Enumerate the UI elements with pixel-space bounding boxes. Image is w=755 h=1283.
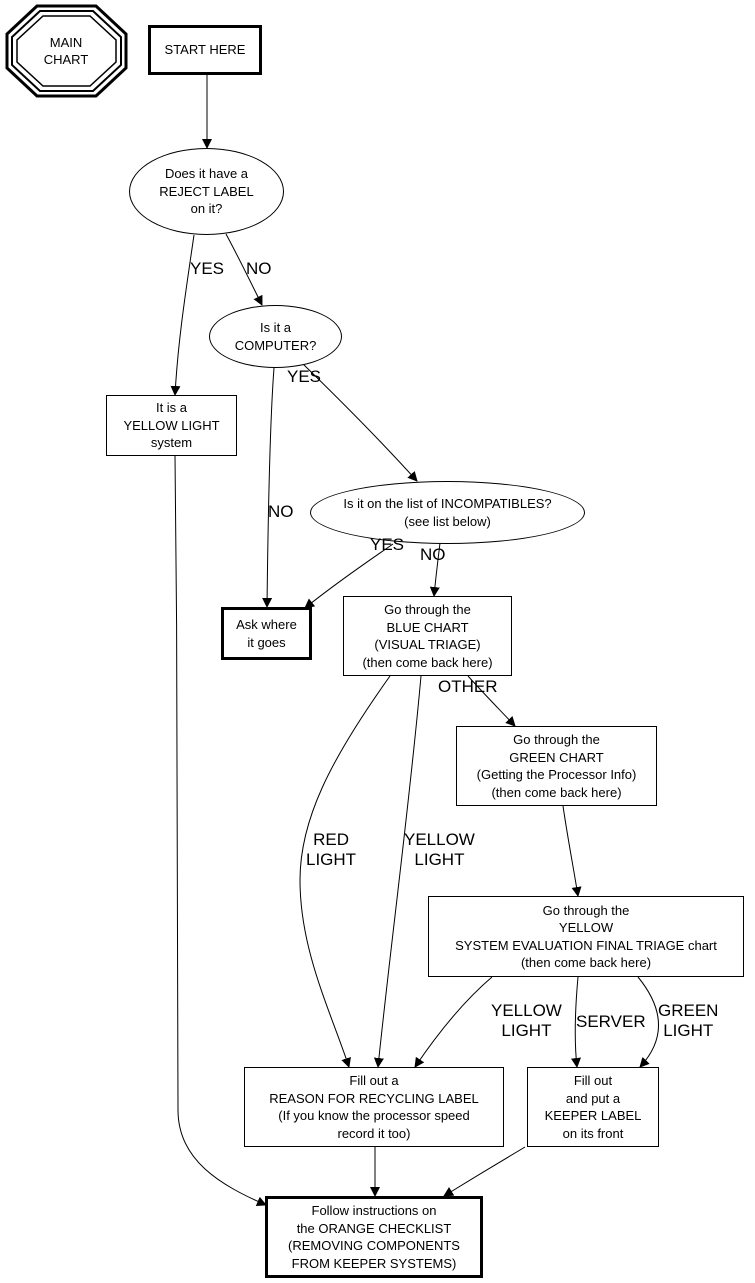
- node-text: (then come back here): [491, 784, 622, 800]
- node-text: Fill out a: [349, 1073, 399, 1088]
- node-text: system: [150, 435, 193, 451]
- node-text: (Getting the Processor Info): [476, 767, 637, 782]
- edge-label-line: YELLOW: [404, 830, 475, 849]
- edge-label-yellowchart-yellow: YELLOW LIGHT: [491, 1001, 562, 1041]
- node-text: record it too): [337, 1125, 411, 1141]
- node-text: Is it on the list of INCOMPATIBLES?: [343, 496, 552, 511]
- main-chart-title-line: CHART: [43, 52, 89, 67]
- node-text: Follow instructions on: [311, 1203, 437, 1218]
- edge-computer-yes: [302, 363, 418, 482]
- node-text: (then come back here): [362, 654, 493, 670]
- node-text: (see list below): [404, 513, 491, 529]
- node-text: it goes: [247, 634, 286, 650]
- edge-keeper-to-orange: [443, 1146, 526, 1197]
- node-text: Go through the: [384, 602, 471, 617]
- edge-incompat-yes: [304, 543, 394, 609]
- node-blue-chart[interactable]: Go through the BLUE CHART (VISUAL TRIAGE…: [343, 596, 512, 676]
- node-orange-checklist[interactable]: Follow instructions on the ORANGE CHECKL…: [265, 1196, 483, 1278]
- edge-label-line: LIGHT: [306, 850, 357, 869]
- edge-yellowchart-yellow: [414, 976, 493, 1068]
- edge-label-blue-other: OTHER: [438, 677, 498, 696]
- edge-blue-other: [467, 675, 516, 727]
- node-text: Does it have a: [164, 166, 249, 182]
- node-ask-where-it-goes[interactable]: Ask where it goes: [221, 607, 312, 660]
- node-is-computer-question[interactable]: Is it a COMPUTER?: [209, 305, 342, 368]
- node-text: (VISUAL TRIAGE): [374, 637, 481, 652]
- node-text: (If you know the processor speed: [278, 1108, 470, 1123]
- node-text: and put a: [565, 1090, 621, 1106]
- node-reject-label-question[interactable]: Does it have a REJECT LABEL on it?: [129, 148, 284, 235]
- edge-incompat-no: [429, 542, 441, 597]
- edge-label-blue-red: RED LIGHT: [306, 830, 356, 870]
- node-text: COMPUTER?: [234, 337, 317, 353]
- edge-label-yellowchart-server: SERVER: [576, 1012, 646, 1031]
- node-text: Ask where: [236, 617, 297, 632]
- node-text: GREEN CHART: [509, 749, 604, 765]
- edge-label-line: YELLOW: [491, 1001, 562, 1020]
- main-chart-octagon: [5, 4, 128, 98]
- edge-computer-no: [262, 367, 275, 608]
- main-chart-title: MAIN CHART: [20, 30, 112, 72]
- edge-label-yellowchart-green: GREEN LIGHT: [658, 1001, 718, 1041]
- edge-label-reject-yes: YES: [190, 259, 225, 278]
- node-start-here[interactable]: START HERE: [148, 25, 262, 75]
- node-yellow-chart[interactable]: Go through the YELLOW SYSTEM EVALUATION …: [428, 896, 744, 977]
- node-text: It is a: [155, 400, 188, 416]
- node-text: Go through the: [542, 902, 630, 918]
- node-recycling-label[interactable]: Fill out a REASON FOR RECYCLING LABEL (I…: [244, 1067, 504, 1147]
- node-text: (then come back here): [520, 955, 652, 970]
- node-text: (REMOVING COMPONENTS: [288, 1238, 460, 1253]
- edge-reject-yes: [170, 234, 195, 396]
- node-text: BLUE CHART: [386, 619, 469, 635]
- node-text: START HERE: [164, 42, 246, 58]
- edge-label-computer-no: NO: [268, 502, 294, 521]
- node-text: REJECT LABEL: [159, 183, 254, 199]
- edge-label-line: LIGHT: [663, 1021, 714, 1040]
- edge-label-incompat-no: NO: [420, 545, 446, 564]
- edge-label-reject-no: NO: [246, 259, 272, 278]
- edge-green-to-yellowchart: [562, 805, 582, 897]
- edge-yellowchart-server: [571, 976, 581, 1068]
- node-text: SYSTEM EVALUATION FINAL TRIAGE chart: [455, 937, 717, 953]
- node-green-chart[interactable]: Go through the GREEN CHART (Getting the …: [456, 726, 657, 806]
- node-text: Is it a: [259, 320, 292, 335]
- edge-label-line: GREEN: [658, 1001, 719, 1020]
- edge-label-incompat-yes: YES: [370, 535, 405, 554]
- node-text: Go through the: [513, 732, 600, 747]
- edge-blue-red: [299, 675, 391, 1068]
- edge-yellowchart-green: [637, 976, 659, 1068]
- node-text: YELLOW: [558, 920, 614, 935]
- edge-reject-no: [225, 233, 263, 306]
- edge-blue-yellow: [373, 675, 422, 1068]
- edge-label-line: RED: [313, 830, 349, 849]
- edge-yellowsystem-to-orange: [174, 454, 267, 1206]
- node-text: the ORANGE CHECKLIST: [296, 1220, 452, 1236]
- node-text: on it?: [190, 201, 223, 217]
- node-keeper-label[interactable]: Fill out and put a KEEPER LABEL on its f…: [527, 1067, 659, 1147]
- node-text: REASON FOR RECYCLING LABEL: [269, 1090, 479, 1106]
- node-text: YELLOW LIGHT: [123, 417, 220, 433]
- edge-label-blue-yellow: YELLOW LIGHT: [404, 830, 475, 870]
- main-chart-title-line: MAIN: [49, 34, 83, 50]
- node-text: Fill out: [573, 1073, 613, 1088]
- edge-label-line: LIGHT: [501, 1021, 552, 1040]
- node-text: KEEPER LABEL: [544, 1108, 642, 1123]
- node-incompatibles-question[interactable]: Is it on the list of INCOMPATIBLES? (see…: [310, 481, 585, 544]
- node-text: FROM KEEPER SYSTEMS): [291, 1255, 457, 1271]
- node-text: on its front: [562, 1125, 624, 1141]
- edge-label-computer-yes: YES: [287, 367, 322, 386]
- node-yellow-light-system[interactable]: It is a YELLOW LIGHT system: [106, 395, 237, 456]
- edge-label-line: LIGHT: [414, 850, 465, 869]
